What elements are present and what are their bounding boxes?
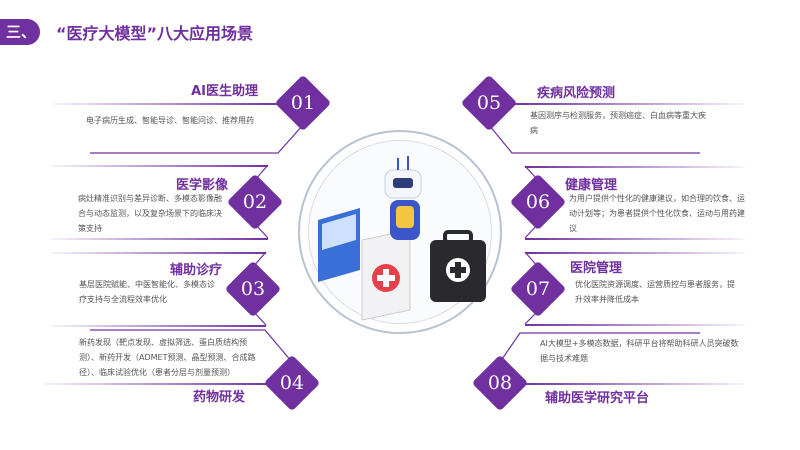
divider-line	[525, 238, 745, 240]
scenario-06-title: 健康管理	[565, 178, 618, 193]
medical-card-icon	[361, 229, 411, 321]
scenario-04-title: 药物研发	[193, 390, 246, 405]
scenario-02-desc: 病灶精准识别与差异诊断、多模态影像融合与动态监测，以及复杂场景下的临床决策支持	[78, 194, 222, 233]
divider-line	[525, 166, 745, 168]
section-badge: 三、	[0, 19, 40, 45]
scenario-06-number: 06	[525, 191, 551, 213]
scenario-03-number: 03	[240, 278, 266, 300]
scenario-05-desc: 基因测序与检测服务，预测癌症、白血病等重大疾病	[530, 111, 706, 135]
divider-line	[50, 325, 266, 327]
scenario-02-title: 医学影像	[175, 178, 228, 193]
scenario-05-number: 05	[476, 92, 502, 114]
scenario-03-desc: 基层医院赋能、中医智能化、多模态诊疗支持与全流程效率优化	[79, 280, 215, 304]
scenario-07-desc: 优化医院资源调度、运营质控与患者服务，提升效率并降低成本	[575, 280, 735, 304]
divider-line	[50, 165, 268, 167]
divider-line	[525, 324, 745, 326]
scenario-07-title: 医院管理	[570, 261, 623, 276]
page-title: “医疗大模型”八大应用场景	[56, 24, 254, 43]
robot-icon	[384, 156, 422, 240]
divider-line	[512, 103, 745, 105]
scenario-07-number: 07	[525, 278, 551, 300]
scenario-08-number: 08	[487, 372, 513, 394]
medical-kit-icon	[430, 230, 486, 302]
divider-line	[50, 238, 268, 240]
divider-line	[50, 252, 266, 254]
center-circle	[298, 130, 502, 334]
scenario-01-number: 01	[290, 92, 316, 114]
divider-line	[520, 383, 745, 385]
divider-line	[43, 383, 273, 385]
scenario-05-title: 疾病风险预测	[537, 86, 616, 101]
divider-line	[53, 103, 281, 105]
scenario-02-number: 02	[242, 191, 268, 213]
scenario-06-desc: 为用户提供个性化的健康建议，如合理的饮食、运动计划等；为患者提供个性化饮食、运动…	[569, 194, 745, 233]
scenario-03-title: 辅助诊疗	[169, 263, 222, 278]
scenario-01-desc: 电子病历生成、智能导诊、智能问诊、推荐用药	[86, 116, 254, 125]
scenario-04-desc: 新药发现（靶点发现、虚拟筛选、蛋白质结构预测）、新药开发（ADMET预测、晶型预…	[79, 338, 256, 377]
scenario-01-title: AI医生助理	[191, 84, 258, 99]
scenario-04-number: 04	[279, 372, 305, 394]
scenario-08-title: 辅助医学研究平台	[545, 391, 650, 406]
scenario-08-desc: AI大模型+多模态数据，科研平台将帮助科研人员突破数据与技术难题	[540, 339, 739, 363]
medical-illustration	[318, 156, 486, 321]
divider-line	[525, 252, 745, 254]
chart-card-icon	[318, 208, 360, 282]
